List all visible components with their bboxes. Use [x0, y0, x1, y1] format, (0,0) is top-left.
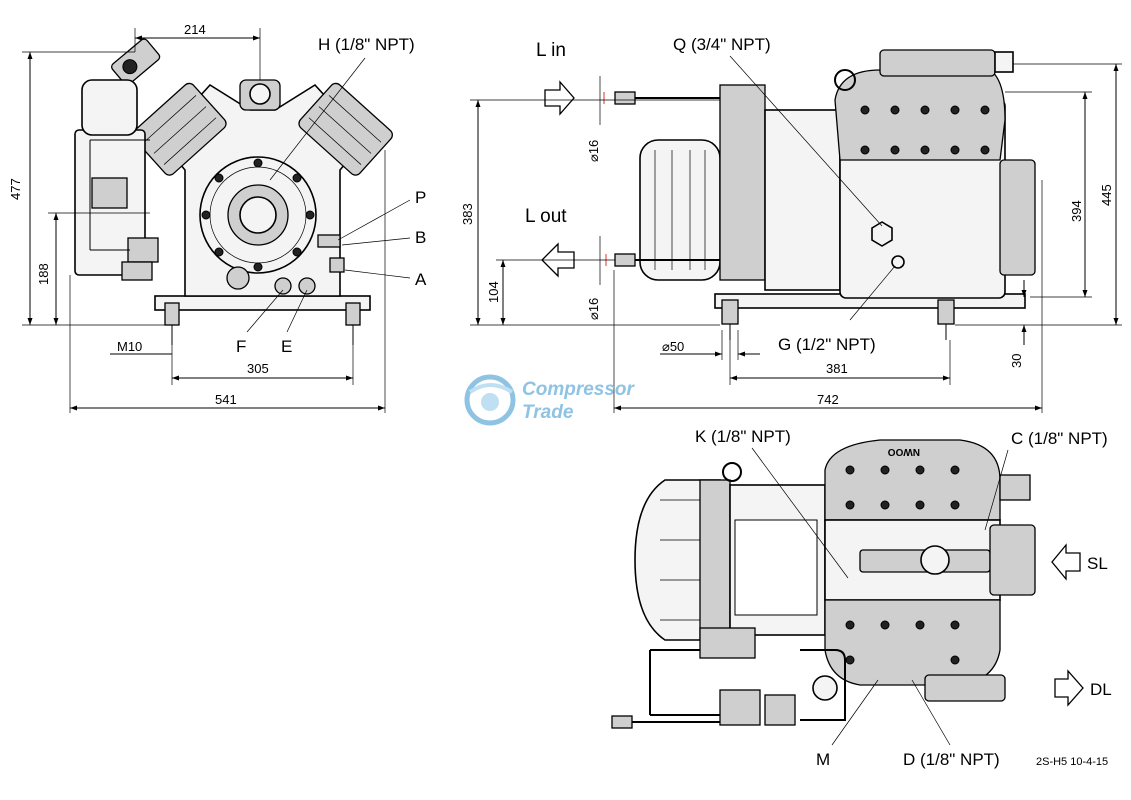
dim-477: 477 — [8, 178, 23, 200]
top-callouts: K (1/8" NPT) C (1/8" NPT) SL DL M D (1/8… — [695, 427, 1112, 769]
drawing-reference: 2S-H5 10-4-15 — [1036, 756, 1108, 768]
label-l-in: L in — [536, 40, 566, 61]
front-view — [74, 38, 393, 345]
dim-30: 30 — [1009, 354, 1024, 368]
watermark-line1: Compressor — [522, 379, 636, 400]
label-e: E — [281, 337, 292, 356]
dim-381: 381 — [826, 361, 848, 376]
dim-305: 305 — [247, 361, 269, 376]
label-c-port: C (1/8" NPT) — [1011, 429, 1108, 448]
dl-arrow — [1054, 669, 1084, 707]
sl-arrow — [1051, 543, 1081, 581]
dim-104: 104 — [486, 281, 501, 303]
label-b: B — [415, 228, 426, 247]
dim-m10: M10 — [117, 339, 142, 354]
dim-445: 445 — [1099, 184, 1114, 206]
side-callouts: L in L out Q (3/4" NPT) G (1/2" NPT) — [525, 35, 896, 354]
dim-394: 394 — [1069, 200, 1084, 222]
side-dimensions: 383 104 ⌀16 ⌀16 ⌀50 381 742 394 4 — [460, 63, 1122, 413]
dim-383: 383 — [460, 203, 475, 225]
label-sl: SL — [1087, 554, 1108, 573]
label-l-out: L out — [525, 206, 567, 227]
label-h-port: H (1/8" NPT) — [318, 35, 415, 54]
watermark-line2: Trade — [522, 402, 574, 423]
label-q-port: Q (3/4" NPT) — [673, 35, 771, 54]
label-g-port: G (1/2" NPT) — [778, 335, 876, 354]
dim-188: 188 — [36, 263, 51, 285]
label-d-port: D (1/8" NPT) — [903, 750, 1000, 769]
svg-text:NWOO: NWOO — [888, 446, 920, 457]
front-callouts: H (1/8" NPT) P B A F E — [236, 35, 427, 356]
label-k-port: K (1/8" NPT) — [695, 427, 791, 446]
label-f: F — [236, 337, 246, 356]
dim-742: 742 — [817, 392, 839, 407]
dim-dia16-top: ⌀16 — [586, 140, 601, 162]
label-a: A — [415, 270, 427, 289]
bolt-circle — [201, 158, 315, 272]
side-view — [541, 49, 1036, 340]
dim-dia50: ⌀50 — [662, 339, 684, 354]
front-dimensions: 214 477 188 M10 305 541 — [8, 22, 386, 413]
label-dl: DL — [1090, 680, 1112, 699]
dim-dia16-bottom: ⌀16 — [586, 298, 601, 320]
head-bolts — [860, 105, 990, 155]
dim-214: 214 — [184, 22, 206, 37]
top-view: NWOO — [611, 439, 1084, 729]
label-p: P — [415, 188, 426, 207]
dim-541: 541 — [215, 392, 237, 407]
l-in-arrow — [544, 80, 575, 116]
watermark: Compressor Trade — [464, 374, 636, 426]
label-m: M — [816, 750, 830, 769]
